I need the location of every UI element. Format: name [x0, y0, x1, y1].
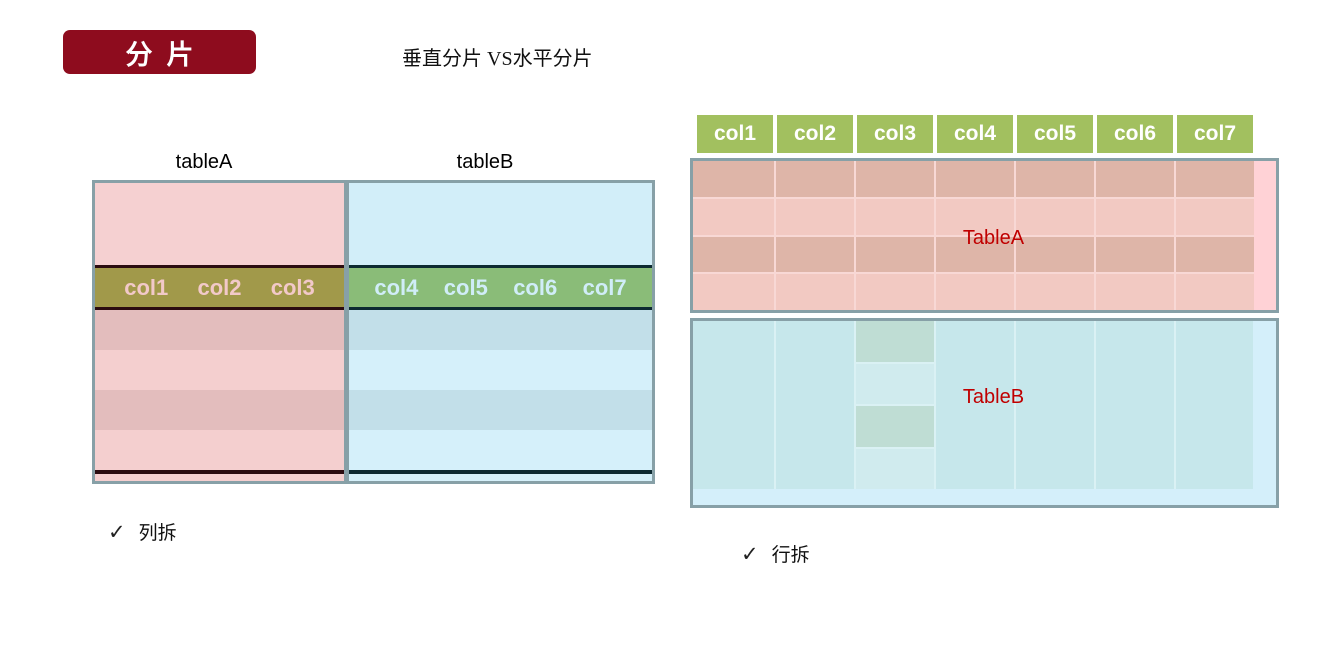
table-row: [95, 474, 344, 481]
column-label: col6: [513, 274, 558, 300]
column-divider: [774, 161, 776, 310]
column-divider: [1094, 321, 1096, 489]
table-row: [693, 161, 1254, 199]
col3-highlight-cells: [856, 321, 934, 489]
table-row: [693, 274, 1254, 310]
column-label: col3: [270, 274, 315, 300]
horizontal-tableb-block: TableB: [690, 318, 1279, 508]
bottom-band: [693, 489, 1276, 505]
caption-text: 列拆: [138, 523, 177, 544]
tablea-top-block: [95, 183, 344, 265]
horizontal-tablea-block: TableA: [690, 158, 1279, 313]
column-label: col7: [582, 274, 627, 300]
check-icon: ✓: [108, 520, 126, 544]
check-icon: ✓: [741, 542, 759, 566]
tablea-column-header: col1 col2 col3: [95, 268, 344, 307]
column-header-cell: col4: [937, 115, 1013, 153]
table-row: [95, 350, 344, 390]
table-row: [693, 236, 1254, 275]
table-row: [349, 430, 652, 470]
separator-line: [95, 470, 344, 474]
horizontal-column-header-row: col1 col2 col3 col4 col5 col6 col7: [697, 115, 1253, 153]
column-header-cell: col7: [1177, 115, 1253, 153]
column-header-cell: col1: [697, 115, 773, 153]
horizontal-sharding-caption: ✓ 行拆: [741, 540, 810, 567]
column-label: col5: [443, 274, 488, 300]
table-cell: [856, 448, 934, 489]
table-cell: [856, 406, 934, 449]
vertical-tablea-title: tableA: [175, 151, 233, 173]
column-divider: [934, 321, 936, 489]
column-divider: [1174, 321, 1176, 489]
section-badge-label: 分片: [125, 39, 208, 70]
section-badge: 分片: [63, 30, 256, 74]
vertical-tablea-panel: col1 col2 col3: [95, 183, 344, 481]
table-row: [95, 390, 344, 430]
vertical-tableb-panel: col4 col5 col6 col7: [349, 183, 652, 481]
column-header-cell: col3: [857, 115, 933, 153]
table-row: [95, 430, 344, 470]
tablea-label: TableA: [962, 227, 1025, 249]
column-divider: [854, 321, 856, 489]
column-divider: [1014, 321, 1016, 489]
tableb-top-block: [349, 183, 652, 265]
table-row: [349, 390, 652, 430]
tableb-label: TableB: [962, 386, 1025, 408]
right-edge-strip: [1253, 321, 1276, 505]
column-label: col2: [197, 274, 242, 300]
column-header-cell: col5: [1017, 115, 1093, 153]
column-header-cell: col6: [1097, 115, 1173, 153]
vertical-sharding-caption: ✓ 列拆: [108, 518, 177, 545]
column-header-cell: col2: [777, 115, 853, 153]
separator-line: [95, 307, 344, 310]
column-divider: [1014, 161, 1016, 310]
vertical-tableb-title: tableB: [456, 151, 514, 173]
tablea-grid: [693, 161, 1254, 310]
table-row: [693, 198, 1254, 237]
table-row: [349, 310, 652, 350]
column-divider: [1094, 161, 1096, 310]
separator-line: [349, 265, 652, 268]
column-divider: [934, 161, 936, 310]
table-cell: [856, 321, 934, 364]
table-row: [95, 310, 344, 350]
split-divider: [344, 183, 349, 481]
column-divider: [774, 321, 776, 489]
vertical-sharding-diagram: col1 col2 col3 col4 col5 col6 col7: [92, 180, 655, 484]
separator-line: [95, 265, 344, 268]
table-cell: [856, 363, 934, 406]
tableb-column-header: col4 col5 col6 col7: [349, 268, 652, 307]
table-row: [349, 474, 652, 481]
caption-text: 行拆: [771, 545, 810, 566]
table-row: [349, 350, 652, 390]
column-label: col4: [374, 274, 419, 300]
separator-line: [349, 307, 652, 310]
separator-line: [349, 470, 652, 474]
column-divider: [1174, 161, 1176, 310]
column-divider: [854, 161, 856, 310]
column-label: col1: [124, 274, 169, 300]
slide-subtitle: 垂直分片 VS水平分片: [402, 48, 593, 70]
